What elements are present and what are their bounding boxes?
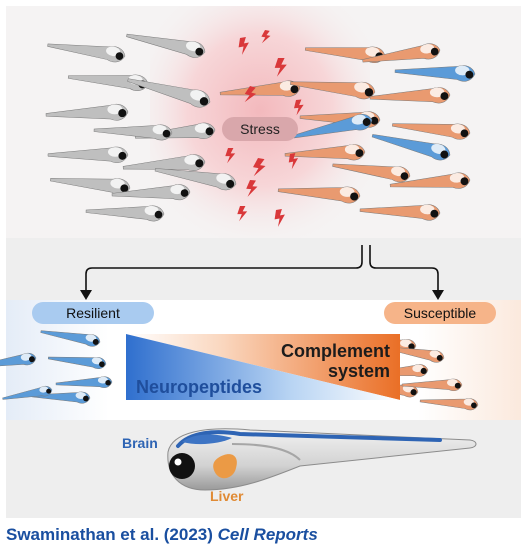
lightning-bolt-icon bbox=[274, 208, 285, 227]
down-arrow-icon bbox=[80, 290, 92, 300]
liver-label: Liver bbox=[210, 488, 244, 504]
zebrafish-larva-icon bbox=[293, 113, 373, 139]
lightning-bolt-icon bbox=[246, 180, 258, 197]
zebrafish-larva-icon bbox=[371, 134, 451, 161]
susceptible-pill bbox=[384, 302, 496, 324]
zebrafish-larva-icon bbox=[389, 172, 471, 189]
citation: Swaminathan et al. (2023) Cell Reports bbox=[6, 525, 318, 545]
zebrafish-larva-icon bbox=[85, 205, 165, 222]
zebrafish-larva-icon bbox=[284, 144, 366, 161]
lightning-bolt-icon bbox=[225, 148, 236, 164]
brain-region bbox=[182, 434, 232, 445]
citation-authors: Swaminathan et al. (2023) bbox=[6, 525, 213, 544]
zebrafish-larva-icon bbox=[47, 146, 129, 163]
lightning-bolt-icon bbox=[294, 99, 304, 116]
neuropeptides-triangle bbox=[126, 334, 400, 400]
zebrafish-larva-icon bbox=[369, 87, 451, 104]
zebrafish-larva-icon bbox=[332, 163, 411, 183]
zebrafish-larva-icon bbox=[2, 385, 53, 400]
zebrafish-larva-icon bbox=[122, 154, 206, 171]
zebrafish-larva-icon bbox=[419, 398, 479, 411]
lightning-bolts bbox=[225, 30, 304, 227]
stress-label: Stress bbox=[240, 121, 280, 137]
zebrafish-larva-icon bbox=[290, 81, 376, 100]
complement-label-line2: system bbox=[328, 361, 390, 381]
susceptible-label: Susceptible bbox=[404, 305, 477, 321]
lightning-bolt-icon bbox=[253, 158, 266, 177]
zebrafish-larva-icon bbox=[277, 186, 361, 204]
stress-pill bbox=[222, 117, 298, 141]
zebrafish-larva-icon bbox=[126, 33, 206, 58]
lightning-bolt-icon bbox=[237, 206, 248, 222]
zebrafish-larva-icon bbox=[392, 123, 471, 140]
zebrafish-larva-icon bbox=[127, 78, 211, 108]
branch-arrows bbox=[85, 245, 439, 292]
liver-organ bbox=[213, 454, 237, 479]
lightning-bolt-icon bbox=[288, 153, 299, 170]
zebrafish-larva-icon bbox=[40, 330, 101, 347]
zebrafish-larva-icon bbox=[362, 43, 441, 63]
lightning-bolt-icon bbox=[274, 58, 287, 77]
resilient-pill bbox=[32, 302, 154, 324]
larva-eye bbox=[169, 453, 195, 479]
zebrafish-larva-icon bbox=[50, 178, 131, 195]
zebrafish-larva-icon bbox=[0, 352, 37, 368]
zebrafish-larva-icon bbox=[154, 168, 237, 191]
zebrafish-larva-icon bbox=[45, 103, 129, 121]
down-arrow-icon bbox=[432, 290, 444, 300]
zebrafish-larva-icon bbox=[55, 376, 113, 388]
brain-label: Brain bbox=[122, 435, 158, 451]
neuropeptides-label: Neuropeptides bbox=[136, 377, 262, 397]
lightning-bolt-icon bbox=[261, 30, 271, 44]
zebrafish-larva-icon bbox=[359, 204, 441, 221]
zebrafish-larva-icon bbox=[401, 378, 463, 392]
citation-journal: Cell Reports bbox=[217, 525, 318, 544]
fish-population bbox=[0, 33, 479, 411]
zebrafish-larva-detail bbox=[167, 428, 477, 491]
resilient-label: Resilient bbox=[66, 305, 120, 321]
lightning-bolt-icon bbox=[244, 86, 257, 103]
zebrafish-larva-icon bbox=[394, 65, 476, 82]
zebrafish-larva-icon bbox=[47, 356, 107, 369]
zebrafish-larva-icon bbox=[93, 124, 173, 141]
zebrafish-larva-icon bbox=[111, 184, 191, 201]
complement-label-line1: Complement bbox=[281, 341, 390, 361]
zebrafish-larva-icon bbox=[47, 43, 126, 63]
lightning-bolt-icon bbox=[238, 36, 249, 55]
